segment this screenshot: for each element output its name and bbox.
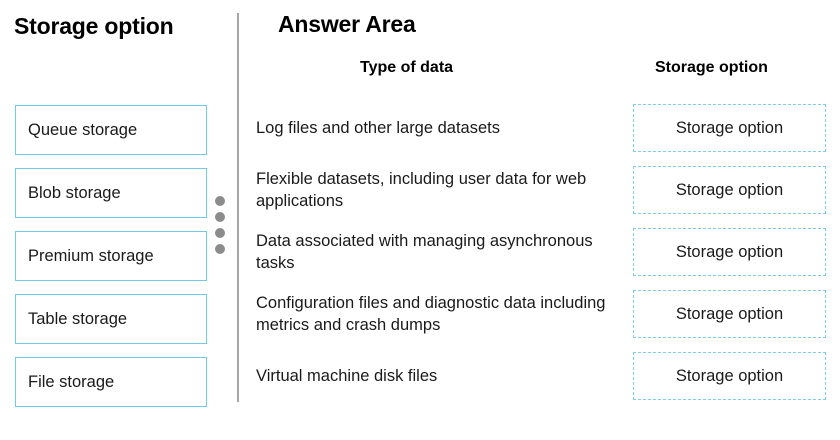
drop-target-storage-option[interactable]: Storage option	[633, 290, 826, 338]
drop-target-storage-option[interactable]: Storage option	[633, 228, 826, 276]
drag-handle-dots-icon[interactable]	[215, 196, 227, 254]
dot-icon	[215, 196, 225, 206]
drop-target-placeholder: Storage option	[675, 180, 784, 199]
drop-target-storage-option[interactable]: Storage option	[633, 352, 826, 400]
drop-target-placeholder: Storage option	[675, 118, 784, 137]
source-option-list: Queue storage Blob storage Premium stora…	[15, 105, 207, 407]
drop-target-storage-option[interactable]: Storage option	[633, 166, 826, 214]
source-option-label: Queue storage	[28, 120, 138, 139]
table-row: Flexible datasets, including user data f…	[248, 159, 840, 221]
drop-target-placeholder: Storage option	[675, 304, 784, 323]
storage-option-source-panel: Storage option Queue storage Blob storag…	[0, 0, 232, 440]
answer-area-panel: Answer Area Type of data Storage option …	[248, 0, 840, 440]
vertical-divider	[237, 13, 239, 402]
column-header-type-of-data: Type of data	[360, 59, 454, 76]
answer-area-title: Answer Area	[278, 11, 416, 37]
dot-icon	[215, 228, 225, 238]
row-type-of-data-label: Data associated with managing asynchrono…	[256, 232, 593, 272]
table-row: Virtual machine disk files Storage optio…	[248, 345, 840, 407]
table-row: Configuration files and diagnostic data …	[248, 283, 840, 345]
answer-rows: Log files and other large datasets Stora…	[248, 97, 840, 407]
table-row: Log files and other large datasets Stora…	[248, 97, 840, 159]
source-option-queue-storage[interactable]: Queue storage	[15, 105, 207, 155]
source-option-premium-storage[interactable]: Premium storage	[15, 231, 207, 281]
dot-icon	[215, 212, 225, 222]
column-header-storage-option: Storage option	[655, 59, 768, 76]
row-type-of-data-label: Configuration files and diagnostic data …	[256, 294, 606, 334]
source-option-label: Premium storage	[28, 246, 154, 265]
source-option-label: Blob storage	[28, 183, 121, 202]
row-type-of-data-label: Virtual machine disk files	[256, 367, 438, 385]
source-option-blob-storage[interactable]: Blob storage	[15, 168, 207, 218]
drop-target-placeholder: Storage option	[675, 242, 784, 261]
drop-target-storage-option[interactable]: Storage option	[633, 104, 826, 152]
table-row: Data associated with managing asynchrono…	[248, 221, 840, 283]
source-panel-title: Storage option	[14, 13, 174, 39]
source-option-label: File storage	[28, 372, 115, 391]
drop-target-placeholder: Storage option	[675, 366, 784, 385]
row-type-of-data-label: Log files and other large datasets	[256, 119, 500, 137]
source-option-table-storage[interactable]: Table storage	[15, 294, 207, 344]
dot-icon	[215, 244, 225, 254]
source-option-file-storage[interactable]: File storage	[15, 357, 207, 407]
row-type-of-data-label: Flexible datasets, including user data f…	[256, 170, 587, 210]
source-option-label: Table storage	[28, 309, 128, 328]
